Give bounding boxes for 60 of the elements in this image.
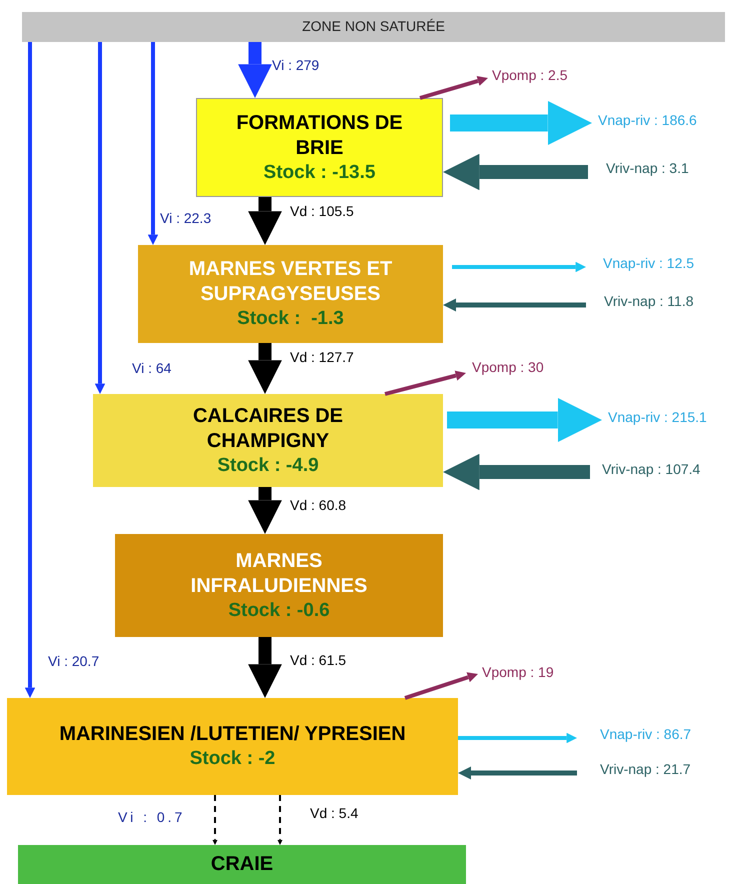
flow-arrow xyxy=(443,298,586,312)
dashed-arrow xyxy=(212,795,218,845)
edge-label: Vd : 60.8 xyxy=(290,498,346,512)
dashed-arrow xyxy=(277,795,283,845)
layer-title: FORMATIONS DE BRIE xyxy=(235,110,404,161)
edge-label: Vriv-nap : 21.7 xyxy=(600,762,691,776)
flow-arrow xyxy=(419,76,488,100)
flow-arrow xyxy=(238,42,272,98)
edge-label: Vnap-riv : 215.1 xyxy=(608,410,707,424)
flow-arrow xyxy=(452,262,586,272)
flow-arrow xyxy=(248,487,282,534)
edge-label: Vd : 127.7 xyxy=(290,350,354,364)
stock-value: Stock : -0.6 xyxy=(228,598,330,622)
flow-arrow xyxy=(248,343,282,394)
edge-label: Vi : 22.3 xyxy=(160,211,212,225)
flow-arrow xyxy=(248,637,282,698)
edge-label: Vi : 64 xyxy=(132,361,172,375)
layer-box xyxy=(93,394,443,487)
stock-value: Stock : -4.9 xyxy=(217,454,319,478)
layer-title: CALCAIRES DE CHAMPIGNY xyxy=(192,404,344,454)
flow-arrow xyxy=(443,154,588,190)
flow-arrow xyxy=(148,42,158,245)
flow-arrow xyxy=(24,42,36,698)
zone-title: ZONE NON SATURÉE xyxy=(302,18,445,36)
edge-label: Vpomp : 2.5 xyxy=(492,68,568,82)
flow-arrow xyxy=(384,370,466,396)
layer-box xyxy=(138,245,443,343)
edge-label: Vi : 20.7 xyxy=(48,654,100,668)
layer-title: MARINESIEN /LUTETIEN/ YPRESIEN xyxy=(59,722,406,748)
layer-box xyxy=(196,98,443,197)
edge-label: Vpomp : 30 xyxy=(472,360,544,374)
edge-label: Vd : 5.4 xyxy=(310,806,358,820)
edge-label: Vnap-riv : 12.5 xyxy=(603,256,694,270)
flow-arrow xyxy=(458,766,577,780)
edge-label: Vi : 0.7 xyxy=(118,810,186,824)
flow-arrow xyxy=(443,454,590,490)
flow-arrow xyxy=(404,672,478,700)
edge-label: Vriv-nap : 3.1 xyxy=(606,161,689,175)
edge-label: Vnap-riv : 86.7 xyxy=(600,727,692,741)
edge-label: Vnap-riv : 186.6 xyxy=(598,113,697,127)
stock-value: Stock : -2 xyxy=(190,747,276,771)
layer-box xyxy=(18,845,466,884)
flow-arrow xyxy=(458,732,577,744)
layer-title: MARNES INFRALUDIENNES xyxy=(190,548,368,599)
edge-label: Vd : 61.5 xyxy=(290,653,346,667)
edge-label: Vriv-nap : 107.4 xyxy=(602,462,700,476)
layer-title: MARNES VERTES ET SUPRAGYSEUSES xyxy=(188,257,393,308)
zone-band xyxy=(22,12,725,42)
edge-label: Vd : 105.5 xyxy=(290,204,354,218)
edge-label: Vpomp : 19 xyxy=(482,665,554,679)
flow-arrow xyxy=(447,398,602,442)
layer-title: CRAIE xyxy=(210,852,274,877)
edge-label: Vriv-nap : 11.8 xyxy=(604,294,694,308)
flow-arrow xyxy=(94,42,106,394)
flow-arrow xyxy=(248,197,282,245)
edge-label: Vi : 279 xyxy=(272,58,320,72)
stock-value: Stock : -1.3 xyxy=(237,307,344,331)
stock-value: Stock : -13.5 xyxy=(264,160,376,184)
layer-box xyxy=(7,698,458,795)
layer-box xyxy=(115,534,443,637)
